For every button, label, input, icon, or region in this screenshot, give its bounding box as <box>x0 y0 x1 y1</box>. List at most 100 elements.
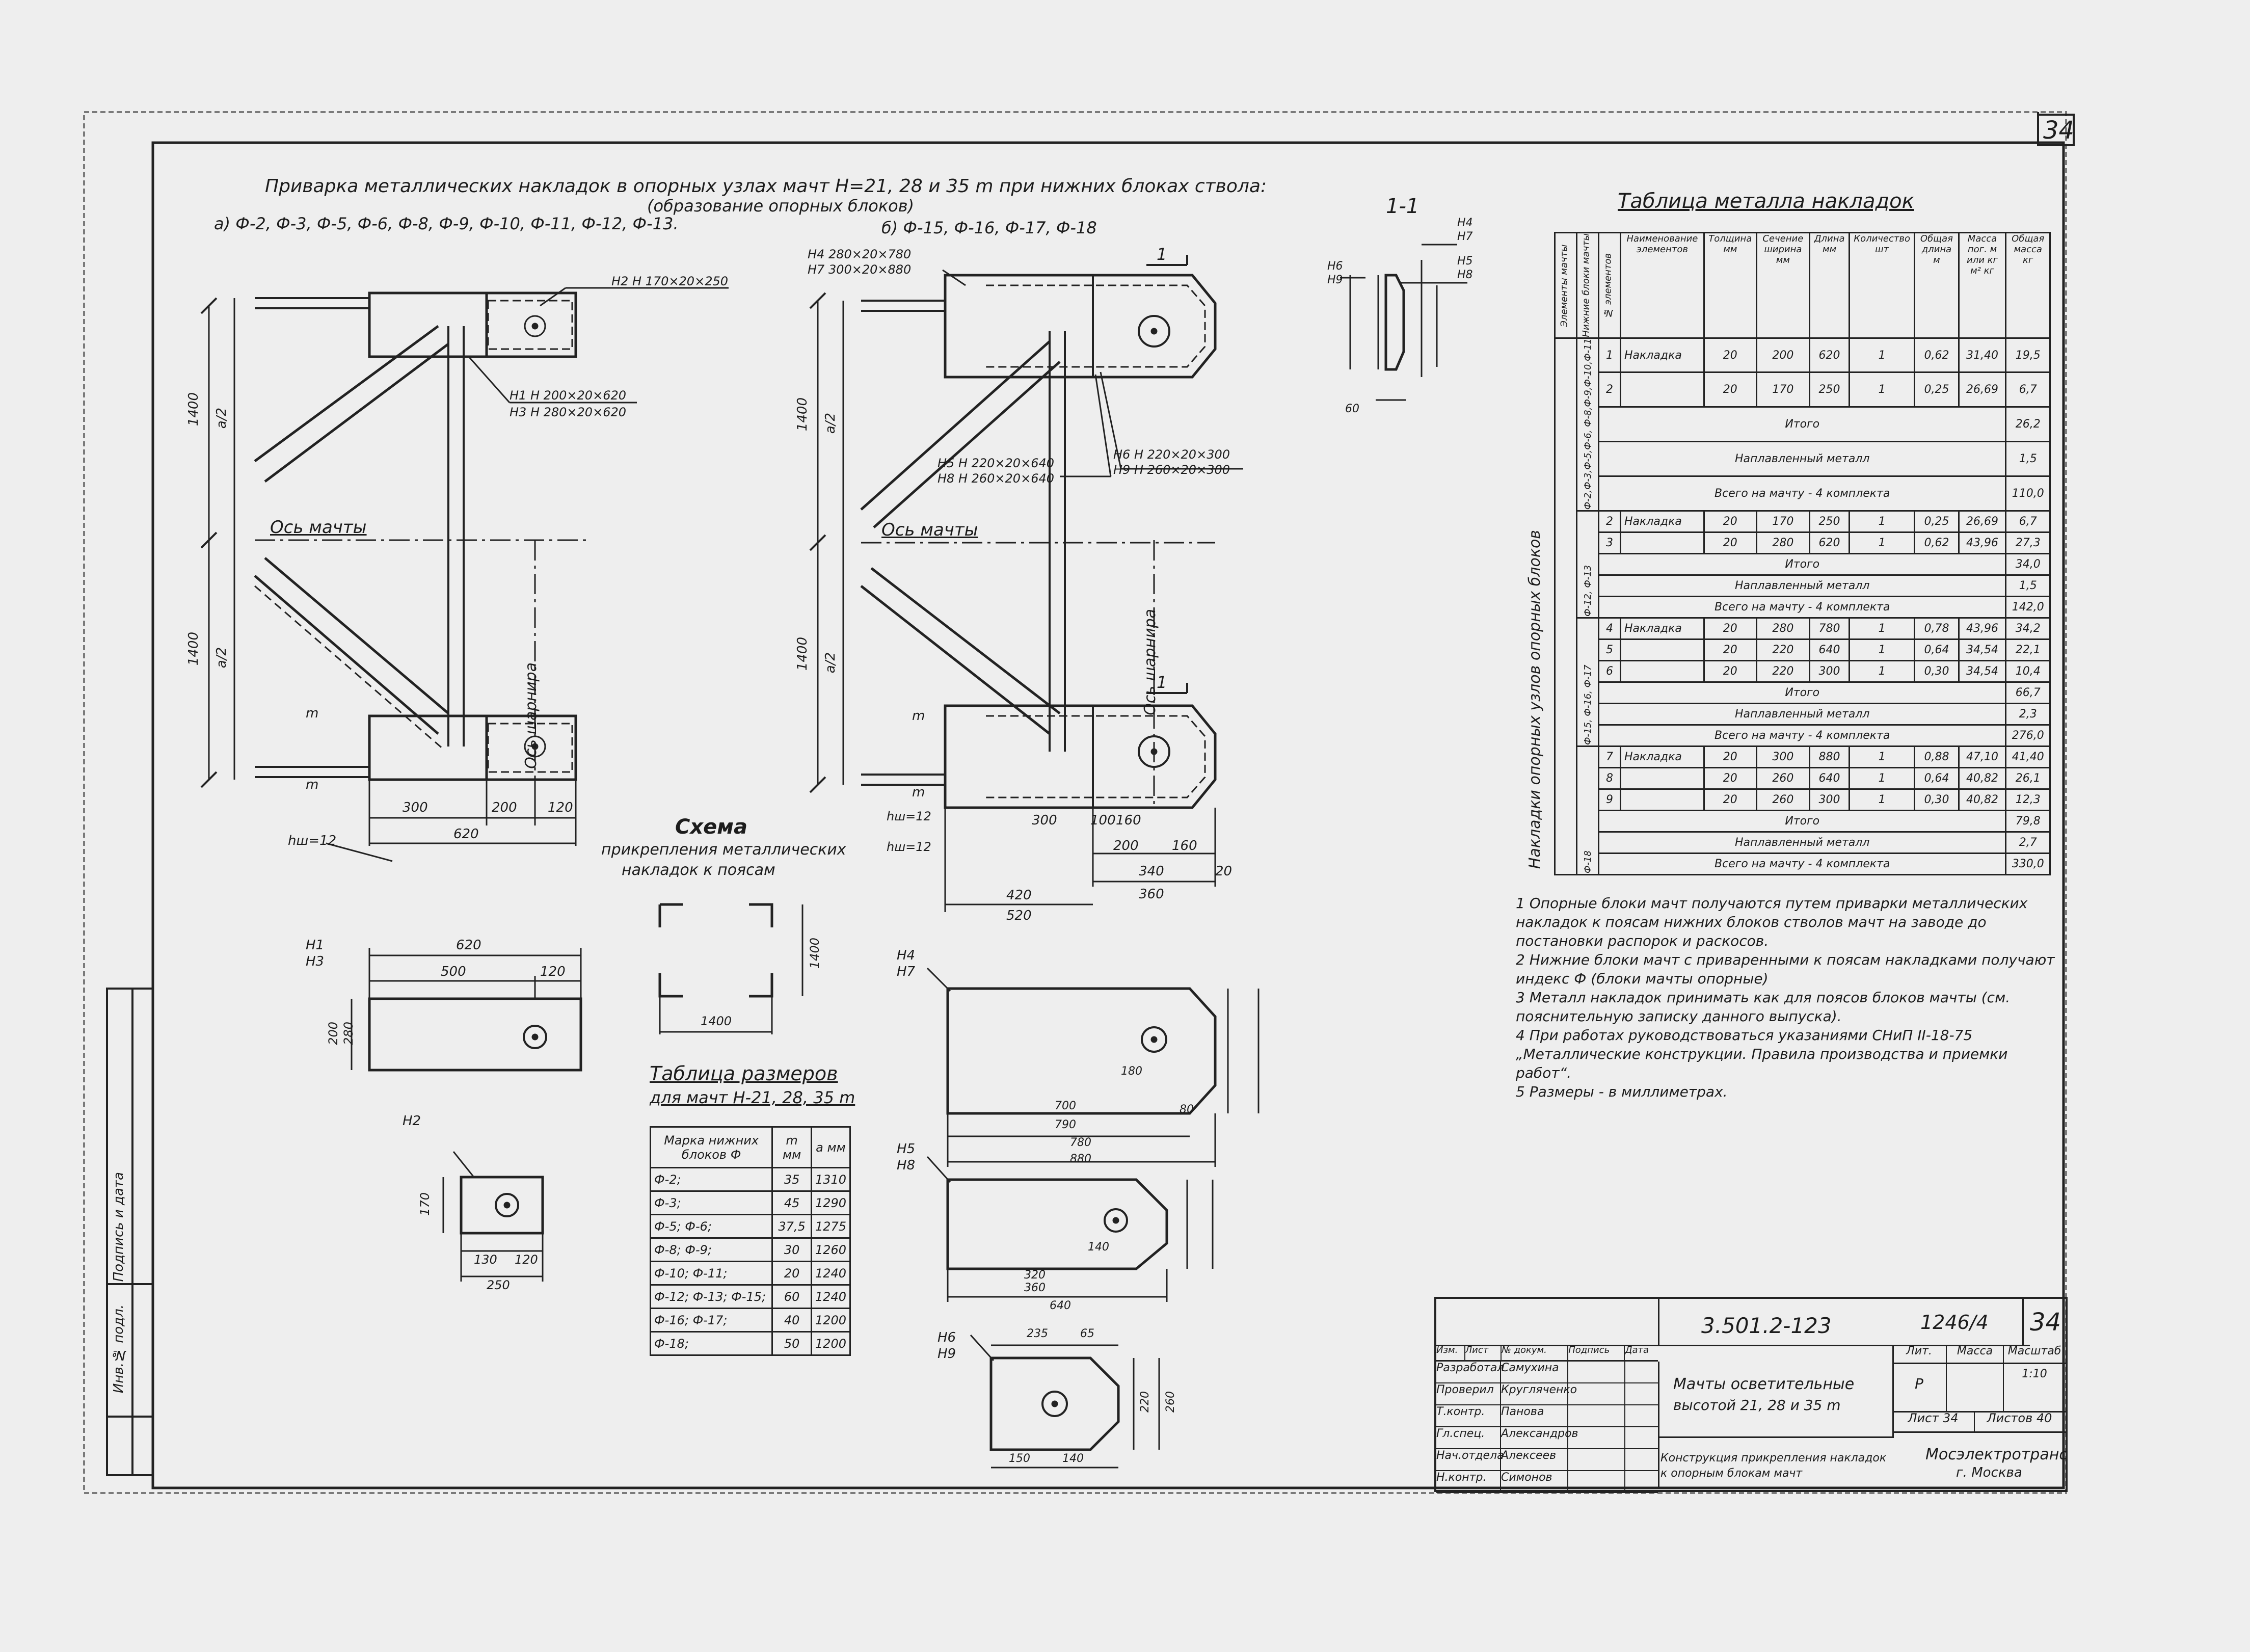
dim-table-cell: 40 <box>771 1308 812 1333</box>
metal-table-width: 200 <box>1755 337 1811 374</box>
n4-dim-80: 80 <box>1180 1103 1194 1116</box>
metal-table-width: 280 <box>1755 531 1811 554</box>
metal-table-header: Общая длина м <box>1914 232 1960 339</box>
metal-table-summary: Наплавленный металл <box>1597 702 2007 726</box>
parts <box>351 948 1260 1469</box>
b-top-pad <box>944 274 1217 379</box>
b-label-n5: Н5 H 220×20×640 <box>938 456 1054 470</box>
side-stamp-inv: Инв.№ подл. <box>111 1304 126 1394</box>
b-dim-100: 100 <box>1090 813 1116 828</box>
a-dim-a-half-top: a/2 <box>214 408 229 429</box>
metal-table-element-cell <box>1554 337 1577 875</box>
metal-table-total-length: 0,30 <box>1914 659 1960 683</box>
metal-table-total-length: 0,62 <box>1914 337 1960 374</box>
metal-table-width: 280 <box>1755 617 1811 640</box>
metal-table-header: Количество шт <box>1848 232 1916 339</box>
metal-table-thickness: 20 <box>1703 659 1757 683</box>
metal-table-length: 780 <box>1809 617 1850 640</box>
metal-table-no: 2 <box>1598 371 1621 408</box>
metal-table-total-length: 0,25 <box>1914 371 1960 408</box>
part-label-n3: Н3 <box>306 954 325 969</box>
metal-table-summary: Наплавленный металл <box>1597 574 2007 597</box>
a-dim-300: 300 <box>403 800 428 815</box>
b-bot-pad <box>944 704 1217 809</box>
metal-table-unit-mass: 40,82 <box>1958 788 2007 811</box>
metal-table-length: 250 <box>1809 371 1850 408</box>
n6-dim-260: 260 <box>1164 1391 1177 1413</box>
dim-table-cell: 1240 <box>810 1284 851 1309</box>
tb-head-col: Подпись <box>1568 1345 1625 1360</box>
n4-dim-880: 880 <box>1070 1153 1091 1165</box>
b-dim-160-upper: 160 <box>1116 813 1141 828</box>
metal-table-qty: 1 <box>1848 371 1916 408</box>
metal-table-total-length: 0,30 <box>1914 788 1960 811</box>
metal-table-no: 2 <box>1598 510 1621 533</box>
note-item: 1 Опорные блоки мачт получаются путем пр… <box>1516 895 2028 949</box>
b-dim-160: 160 <box>1172 838 1197 854</box>
b-dim-200: 200 <box>1113 838 1139 854</box>
b-dim-hw-top: hш=12 <box>887 809 931 823</box>
b-dim-520: 520 <box>1006 908 1032 923</box>
tb-person: Панова <box>1501 1405 1568 1426</box>
n4-dim-700: 700 <box>1055 1100 1076 1112</box>
sec-dim-60: 60 <box>1345 403 1359 415</box>
n4-dim-180: 180 <box>1121 1065 1142 1078</box>
metal-table-summary: Всего на мачту - 4 комплекта <box>1597 475 2007 512</box>
note-item: 4 При работах руководствоваться указания… <box>1516 1026 2008 1081</box>
tb-person: Самухина <box>1501 1362 1568 1382</box>
n6-dim-220: 220 <box>1139 1391 1151 1413</box>
metal-table-name <box>1620 531 1705 554</box>
tb-role: Проверил <box>1436 1383 1501 1404</box>
metal-table-thickness: 20 <box>1703 788 1757 811</box>
tb-role: Нач.отдела <box>1436 1449 1504 1470</box>
a-dim-1400-top: 1400 <box>186 392 201 427</box>
dim-table-cell: 1275 <box>810 1214 851 1239</box>
tb-product-1: Мачты осветительные <box>1673 1375 1855 1393</box>
n5-dim-360: 360 <box>1024 1282 1046 1294</box>
metal-table-thickness: 20 <box>1703 617 1757 640</box>
note-item: 2 Нижние блоки мачт с приваренными к поя… <box>1516 951 2055 987</box>
part-n6 <box>989 1356 1120 1451</box>
a-top-bolt <box>524 315 546 337</box>
scheme-dim-1400: 1400 <box>701 1014 732 1028</box>
dim-table-cell: 1290 <box>810 1190 851 1215</box>
dim-table-cell: 1200 <box>810 1331 851 1356</box>
part-label-n2: Н2 <box>403 1113 421 1129</box>
metal-table-total-mass: 1,5 <box>2005 441 2051 477</box>
tb-person: Александров <box>1501 1427 1578 1448</box>
dim-table-cell: Ф-16; Ф-17; <box>649 1308 773 1333</box>
title-block: 3.501.2-123 1246/4 34 Изм. Лист № докум.… <box>1434 1297 2068 1493</box>
a-dim-m-top: m <box>306 706 319 721</box>
n6-dim-140: 140 <box>1062 1452 1084 1465</box>
metal-table-length: 620 <box>1809 337 1850 374</box>
metal-table-name: Накладка <box>1620 337 1705 374</box>
tb-scale-label: Масштаб <box>2007 1345 2061 1357</box>
tb-person: Симонов <box>1501 1471 1568 1492</box>
metal-table-thickness: 20 <box>1703 510 1757 533</box>
metal-table-unit-mass: 34,54 <box>1958 659 2007 683</box>
metal-table-total-mass: 79,8 <box>2005 809 2051 833</box>
tb-lit-label: Лит. <box>1892 1345 1947 1363</box>
notes: 1 Опорные блоки мачт получаются путем пр… <box>1516 894 2056 1101</box>
metal-table-width: 300 <box>1755 745 1811 768</box>
tb-mass-label: Масса <box>1947 1345 2004 1363</box>
corner-sheet-number: 34 <box>2043 116 2075 145</box>
b-dim-1400-top: 1400 <box>795 397 810 432</box>
metal-table-group-label: Ф-12, Ф-13 <box>1576 511 1599 618</box>
part-n1 <box>368 997 582 1072</box>
metal-table-name <box>1620 371 1705 408</box>
a-label-n3: Н3 H 280×20×620 <box>510 405 626 419</box>
a-mast-axis-label: Ось мачты <box>270 517 367 538</box>
n2-dim-120: 120 <box>515 1253 538 1267</box>
n1-dim-620: 620 <box>456 938 481 953</box>
metal-table-qty: 1 <box>1848 531 1916 554</box>
n1-dim-200: 200 <box>326 1022 340 1045</box>
sec-label-n8: Н8 <box>1457 269 1473 281</box>
metal-table-unit-mass: 40,82 <box>1958 766 2007 790</box>
metal-table-width: 220 <box>1755 638 1811 661</box>
scheme-title: Схема <box>675 815 747 839</box>
